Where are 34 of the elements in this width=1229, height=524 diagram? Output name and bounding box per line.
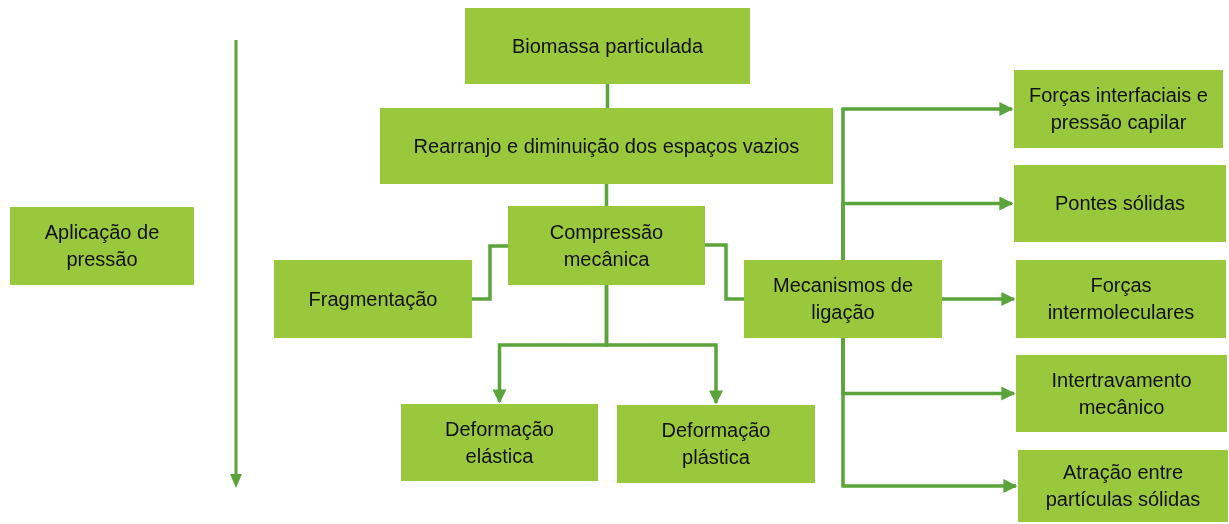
connector-line (705, 243, 744, 301)
process-box (1016, 355, 1227, 432)
box-label: Deformação elástica (444, 416, 555, 469)
box-label: Pontes sólidas (1054, 191, 1186, 216)
arrow (942, 292, 1016, 306)
box-label: Fragmentação (308, 286, 438, 312)
box-label: Forças intermoleculares (1046, 273, 1196, 325)
connector-line (605, 84, 610, 108)
arrow (841, 196, 1014, 260)
process-box (744, 260, 942, 338)
box-label: Forças interfaciais e pressão capilar (1028, 83, 1209, 135)
box-label: Mecanismos de ligação (771, 273, 915, 325)
process-box (1016, 260, 1226, 338)
box-label: Intertravamento mecânico (1050, 367, 1193, 420)
process-box (10, 207, 194, 285)
connector-line (472, 244, 508, 301)
box-label: Rearranjo e diminuição dos espaços vazios (413, 133, 800, 159)
process-box (1014, 70, 1223, 148)
box-label: Aplicação de pressão (43, 220, 161, 272)
box-label: Atração entre partículas sólidas (1044, 460, 1202, 512)
process-box (380, 108, 833, 184)
box-label: Biomassa particulada (511, 33, 704, 59)
connector-line (604, 184, 609, 206)
process-box (274, 260, 472, 338)
process-box (401, 404, 598, 481)
box-label: Compressão mecânica (548, 219, 665, 272)
box-label: Deformação plástica (660, 418, 772, 470)
process-box (465, 8, 750, 84)
process-box (1018, 450, 1228, 522)
process-box (1014, 165, 1226, 242)
process-box (508, 206, 705, 285)
arrow (604, 285, 723, 405)
arrow (841, 338, 1018, 493)
process-box (617, 405, 815, 483)
